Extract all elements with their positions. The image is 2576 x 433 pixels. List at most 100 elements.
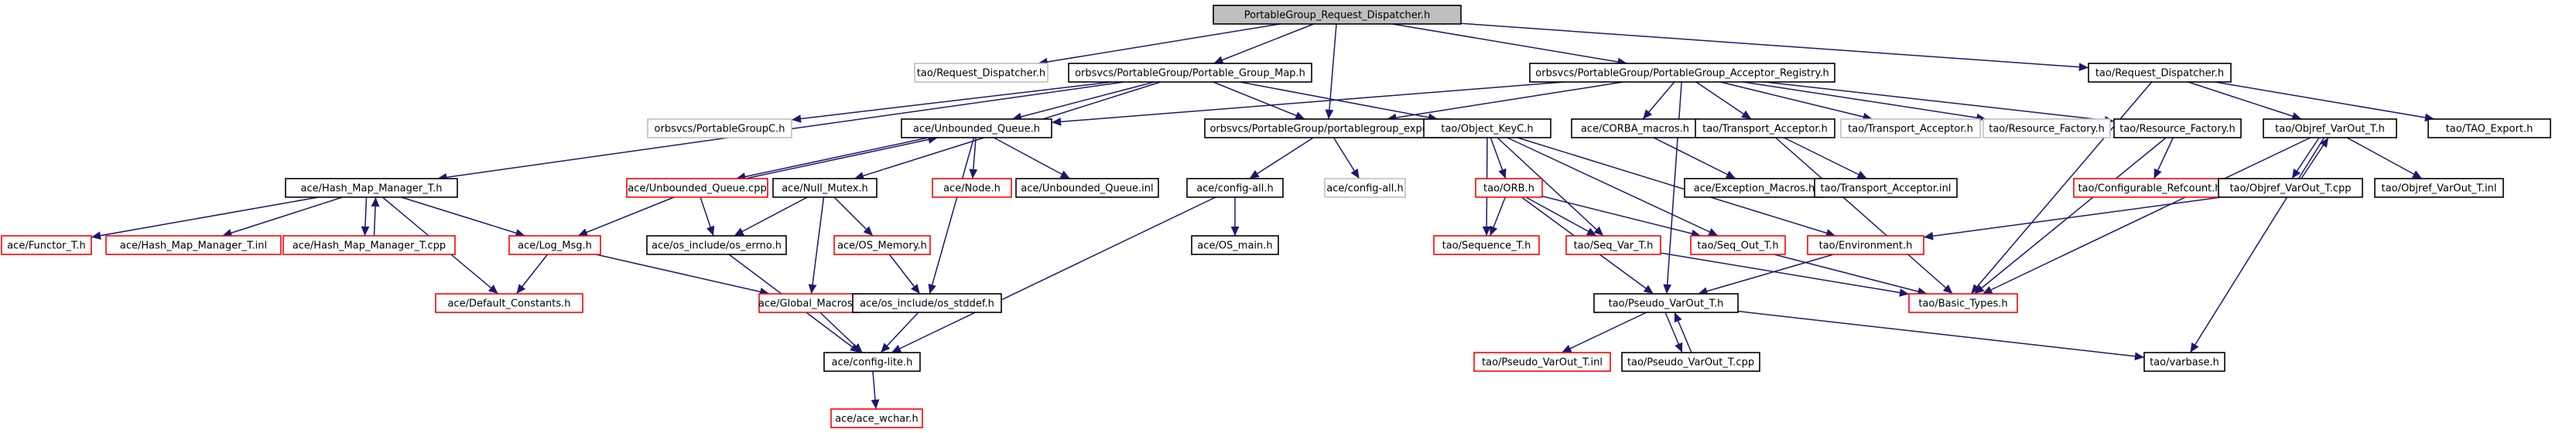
node-hmm[interactable]: ace/Hash_Map_Manager_T.h	[285, 178, 458, 198]
node-box	[2218, 178, 2363, 198]
node-tr-acc-inl[interactable]: tao/Transport_Acceptor.inl	[1814, 178, 1958, 198]
node-tao-rd-ext[interactable]: tao/Request_Dispatcher.h	[914, 63, 1049, 83]
edge-config_lite-to-ace_wchar	[871, 370, 880, 410]
node-label: ace/os_include/os_stddef.h	[860, 298, 994, 310]
node-environment[interactable]: tao/Environment.h	[1807, 235, 1924, 255]
node-label: orbsvcs/PortableGroupC.h	[655, 124, 785, 135]
edge-unb_q-to-os_stddef	[928, 137, 975, 295]
edge-null_mutex-to-os_errno	[734, 196, 808, 237]
node-box	[1593, 293, 1739, 313]
edge-global_macros-to-config_lite	[819, 312, 863, 353]
node-unb-q[interactable]: ace/Unbounded_Queue.h	[901, 118, 1052, 138]
node-label: ace/CORBA_macros.h	[1581, 124, 1689, 135]
node-objkey[interactable]: tao/Object_KeyC.h	[1423, 118, 1551, 138]
edge-unb_q_cpp-to-os_errno	[700, 196, 715, 237]
node-hmm-cpp[interactable]: ace/Hash_Map_Manager_T.cpp	[282, 235, 456, 255]
node-null-mutex[interactable]: ace/Null_Mutex.h	[772, 178, 877, 198]
edge-os_memory-to-os_stddef	[888, 254, 921, 295]
node-label: tao/Sequence_T.h	[1442, 240, 1531, 252]
node-functor[interactable]: ace/Functor_T.h	[1, 235, 92, 255]
node-box	[1068, 63, 1312, 83]
node-orb-h[interactable]: tao/ORB.h	[1475, 178, 1543, 198]
node-global-macros[interactable]: ace/Global_Macros.h	[758, 293, 862, 313]
node-config-lite[interactable]: ace/config-lite.h	[823, 352, 921, 372]
node-hmm-inl[interactable]: ace/Hash_Map_Manager_T.inl	[105, 235, 282, 255]
edge-root-to-tao_rd	[1460, 22, 2089, 72]
node-box	[823, 352, 921, 372]
edge-pg_acc-to-unb_q	[1051, 81, 1565, 126]
node-pgc[interactable]: orbsvcs/PortableGroupC.h	[647, 118, 792, 138]
node-config-all-ext[interactable]: ace/config-all.h	[1324, 178, 1406, 198]
node-objref-inl[interactable]: tao/Objref_VarOut_T.inl	[2374, 178, 2504, 198]
edge-pg_acc-to-tr_acc	[1695, 81, 1752, 120]
node-box	[1908, 293, 2018, 313]
node-box	[1684, 178, 1825, 198]
node-config-all[interactable]: ace/config-all.h	[1186, 178, 1284, 198]
node-tr-acc-ext[interactable]: tao/Transport_Acceptor.h	[1840, 118, 1981, 138]
edge-pg_acc-to-pg_export	[1387, 81, 1623, 122]
node-label: tao/Pseudo_VarOut_T.h	[1609, 298, 1724, 310]
edge-null_mutex-to-os_memory	[833, 196, 874, 237]
node-label: tao/Resource_Factory.h	[1989, 124, 2105, 135]
node-pseudo-cpp[interactable]: tao/Pseudo_VarOut_T.cpp	[1621, 352, 1760, 372]
node-label: tao/Configurable_Refcount.h	[2078, 183, 2221, 195]
node-seq-var[interactable]: tao/Seq_Var_T.h	[1565, 235, 1661, 255]
node-box	[1695, 118, 1835, 138]
node-exc-macros[interactable]: ace/Exception_Macros.h	[1684, 178, 1825, 198]
node-box	[1690, 235, 1786, 255]
node-box	[2088, 63, 2232, 83]
edge-pseudo-to-varbase	[1737, 310, 2145, 361]
node-conf-ref[interactable]: tao/Configurable_Refcount.h	[2073, 178, 2226, 198]
edge-root-to-pg_map	[1213, 23, 1314, 64]
node-tao-rd[interactable]: tao/Request_Dispatcher.h	[2088, 63, 2232, 83]
node-res-fac-ext[interactable]: tao/Resource_Factory.h	[1982, 118, 2111, 138]
node-os-memory[interactable]: ace/OS_Memory.h	[833, 235, 931, 255]
node-box	[1840, 118, 1981, 138]
node-pseudo-inl[interactable]: tao/Pseudo_VarOut_T.inl	[1473, 352, 1611, 372]
node-basic-types[interactable]: tao/Basic_Types.h	[1908, 293, 2018, 313]
node-os-main[interactable]: ace/OS_main.h	[1191, 235, 1279, 255]
node-layer: PortableGroup_Request_Dispatcher.h tao/Re…	[1, 5, 2551, 428]
node-pg-export[interactable]: orbsvcs/PortableGroup/portablegroup_expo…	[1204, 118, 1452, 138]
node-os-errno[interactable]: ace/os_include/os_errno.h	[646, 235, 787, 255]
node-res-fac[interactable]: tao/Resource_Factory.h	[2113, 118, 2242, 138]
node-pseudo[interactable]: tao/Pseudo_VarOut_T.h	[1593, 293, 1739, 313]
node-label: tao/Seq_Var_T.h	[1574, 240, 1654, 252]
edge-objkey-to-environment	[1517, 137, 1836, 237]
node-root[interactable]: PortableGroup_Request_Dispatcher.h	[1213, 5, 1462, 25]
node-objref-cpp[interactable]: tao/Objref_VarOut_T.cpp	[2218, 178, 2363, 198]
node-label: tao/Transport_Acceptor.h	[1702, 124, 1828, 135]
node-tao-export[interactable]: tao/TAO_Export.h	[2427, 118, 2551, 138]
edge-log_msg-to-global_macros	[595, 254, 770, 296]
node-pg-map[interactable]: orbsvcs/PortableGroup/Portable_Group_Map…	[1068, 63, 1312, 83]
node-tr-acc[interactable]: tao/Transport_Acceptor.h	[1695, 118, 1835, 138]
edge-hmm-to-hmm_inl	[222, 196, 343, 237]
edge-objref_cpp-to-objref	[2301, 137, 2329, 179]
node-objref[interactable]: tao/Objref_VarOut_T.h	[2263, 118, 2397, 138]
node-unb-q-cpp[interactable]: ace/Unbounded_Queue.cpp	[626, 178, 768, 198]
node-varbase[interactable]: tao/varbase.h	[2143, 352, 2225, 372]
node-ace-wchar[interactable]: ace/ace_wchar.h	[830, 408, 923, 428]
node-label: tao/Objref_VarOut_T.inl	[2382, 183, 2497, 195]
node-log-msg[interactable]: ace/Log_Msg.h	[508, 235, 601, 255]
node-box	[1433, 235, 1540, 255]
node-label: tao/Objref_VarOut_T.h	[2275, 124, 2385, 135]
node-seq-out[interactable]: tao/Seq_Out_T.h	[1690, 235, 1786, 255]
node-os-stddef[interactable]: ace/os_include/os_stddef.h	[852, 293, 1002, 313]
node-corba-macros[interactable]: ace/CORBA_macros.h	[1571, 118, 1699, 138]
node-node-h[interactable]: ace/Node.h	[932, 178, 1012, 198]
node-seq-t[interactable]: tao/Sequence_T.h	[1433, 235, 1540, 255]
node-default-const[interactable]: ace/Default_Constants.h	[435, 293, 583, 313]
node-unb-q-inl[interactable]: ace/Unbounded_Queue.inl	[1015, 178, 1159, 198]
node-box	[1186, 178, 1284, 198]
edge-pg_acc-to-corba_macros	[1642, 81, 1675, 120]
node-label: ace/Exception_Macros.h	[1694, 183, 1815, 195]
node-label: ace/Global_Macros.h	[758, 298, 862, 310]
node-pg-acc[interactable]: orbsvcs/PortableGroup/PortableGroup_Acce…	[1529, 63, 1835, 83]
node-box	[2263, 118, 2397, 138]
edge-corba_macros-to-exc_macros	[1653, 137, 1736, 179]
node-box	[932, 178, 1012, 198]
edge-null_mutex-to-global_macros	[808, 196, 825, 295]
node-box	[1324, 178, 1406, 198]
